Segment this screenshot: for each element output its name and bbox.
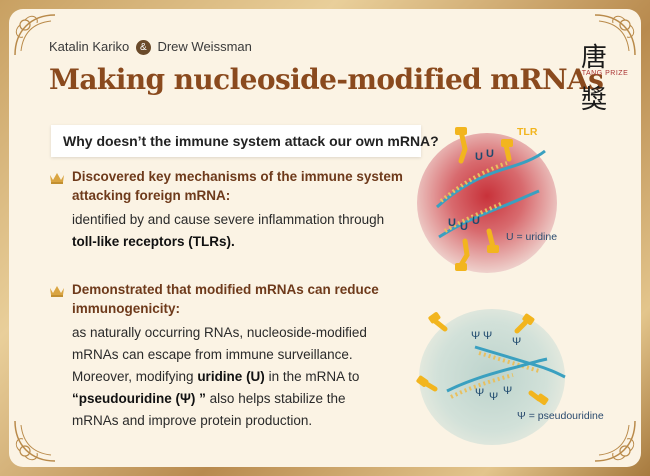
text-run: Moreover, modifying — [72, 369, 198, 384]
bullet-heading: immunogenicity: — [72, 301, 181, 316]
bullet-heading: Discovered key mechanisms of the immune … — [72, 169, 403, 184]
bullet-text: mRNAs can escape from immune surveillanc… — [72, 347, 353, 362]
surveillance-glow — [419, 309, 565, 445]
pseudouridine-glyph: Ψ — [503, 385, 513, 397]
mrna-strand-top2 — [438, 189, 540, 239]
bullet-heading: Demonstrated that modified mRNAs can red… — [72, 282, 379, 297]
pseudouridine-glyph: Ψ — [475, 387, 485, 399]
pseudouridine-glyph: Ψ — [483, 330, 493, 342]
tlr-receptor-icon — [455, 127, 468, 164]
tlr-receptor-icon — [455, 238, 470, 271]
bold-term: toll-like receptors (TLRs). — [72, 234, 235, 249]
author-name: Katalin Kariko — [49, 39, 130, 54]
text-run: in the mRNA to — [264, 369, 360, 384]
ornament-corner-icon — [14, 14, 56, 56]
uridine-glyph: U — [472, 215, 480, 227]
uridine-legend: U = uridine — [506, 231, 558, 243]
logo-character-top: 唐 — [581, 43, 608, 73]
text-run: also helps stabilize the — [205, 391, 346, 406]
crown-icon — [50, 286, 64, 297]
uridine-glyph: U — [448, 217, 456, 229]
ampersand-badge: & — [135, 40, 151, 56]
tlr-receptor-icon — [416, 375, 438, 392]
tlr-receptor-icon — [428, 312, 448, 332]
mrna-strand-top — [435, 149, 546, 209]
pseudouridine-glyph: Ψ — [512, 336, 522, 348]
bullet-text: Moreover, modifying uridine (U) in the m… — [72, 366, 359, 388]
author-name: Drew Weissman — [157, 39, 252, 54]
bullet-text: mRNAs and improve protein production. — [72, 413, 313, 428]
pseudouridine-glyph: Ψ — [489, 391, 499, 403]
page-title: Making nucleoside-modified mRNAs — [49, 63, 604, 96]
slide-card: Katalin Kariko & Drew Weissman Making nu… — [9, 9, 641, 467]
uridine-glyph: U — [486, 148, 494, 160]
bullet-text: as naturally occurring RNAs, nucleoside-… — [72, 325, 367, 340]
bold-term: “pseudouridine (Ψ) ” — [72, 391, 206, 406]
tlr-label: TLR — [517, 126, 538, 138]
tang-prize-logo: 唐 TANG PRIZE 獎 — [577, 37, 633, 123]
crown-icon — [50, 173, 64, 184]
bullet-heading: attacking foreign mRNA: — [72, 188, 231, 203]
tlr-receptor-icon — [514, 313, 535, 334]
mrna-diagram — [416, 127, 566, 405]
bullet-text: toll-like receptors (TLRs). — [72, 231, 235, 253]
ornament-corner-icon — [594, 420, 636, 462]
ornament-corner-icon — [594, 14, 636, 56]
bullet-text: identified by and cause severe inflammat… — [72, 212, 385, 227]
tlr-receptor-icon — [528, 390, 549, 405]
authors-line: Katalin Kariko & Drew Weissman — [49, 39, 252, 56]
pseudouridine-legend: Ψ = pseudouridine — [517, 410, 604, 422]
question-box: Why doesn’t the immune system attack our… — [51, 125, 439, 157]
logo-character-bottom: 獎 — [581, 85, 608, 115]
mrna-strand-bottom2 — [446, 357, 548, 399]
pseudouridine-glyph: Ψ — [471, 330, 481, 342]
ornament-corner-icon — [14, 420, 56, 462]
tlr-receptor-icon — [501, 139, 513, 162]
uridine-glyph: U — [475, 151, 483, 163]
uridine-glyph: U — [460, 221, 468, 233]
bullet-text: “pseudouridine (Ψ) ” also helps stabiliz… — [72, 388, 346, 410]
bold-term: uridine (U) — [197, 369, 265, 384]
tlr-receptor-icon — [486, 228, 499, 253]
mrna-strand-bottom — [474, 345, 566, 379]
logo-subtitle: TANG PRIZE — [581, 70, 629, 77]
